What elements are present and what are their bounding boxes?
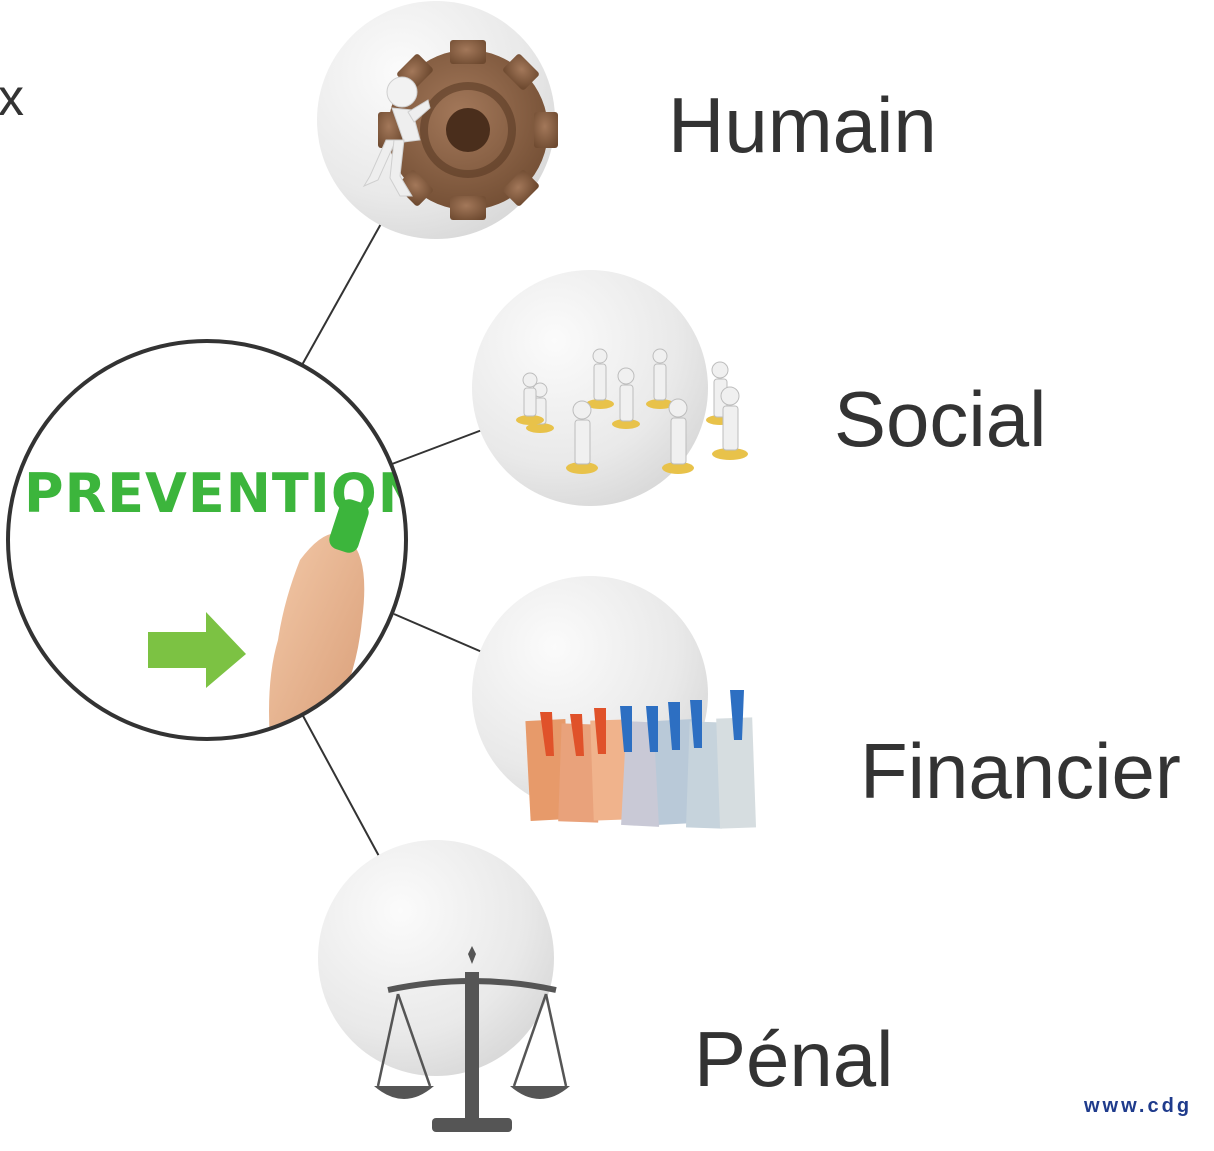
financier-node <box>472 576 757 829</box>
label-humain: Humain <box>668 81 937 169</box>
prevention-text: PREVENTION <box>24 462 424 525</box>
group-of-figures-icon <box>516 348 748 474</box>
connector-penal <box>301 713 381 859</box>
label-financier: Financier <box>860 727 1181 815</box>
cropped-heading-text: x <box>0 69 24 127</box>
green-arrow-icon <box>148 612 246 688</box>
social-circle <box>472 270 708 506</box>
footer-url: www.cdg <box>1084 1095 1193 1117</box>
connector-lines <box>301 221 483 859</box>
penal-circle <box>318 840 554 1076</box>
scales-of-justice-icon <box>374 946 570 1132</box>
penal-node <box>318 840 570 1132</box>
label-social: Social <box>834 375 1047 463</box>
social-node <box>472 270 748 506</box>
gear-pushing-figure-icon <box>362 40 558 220</box>
connector-financier <box>393 613 483 653</box>
prevention-circle <box>6 339 408 741</box>
label-penal: Pénal <box>694 1015 894 1103</box>
prevention-node: PREVENTION <box>6 339 424 741</box>
connector-humain <box>301 221 383 366</box>
connector-social <box>391 429 483 465</box>
humain-node <box>317 1 558 239</box>
banknotes-on-clothesline-icon <box>525 690 757 829</box>
